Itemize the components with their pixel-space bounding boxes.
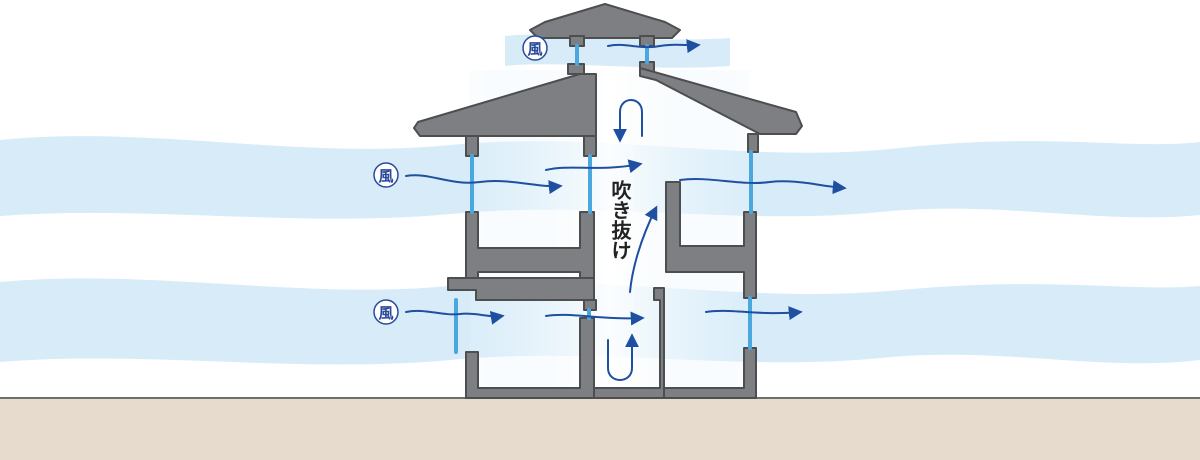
airflow-arrows (405, 39, 847, 381)
first-floor-right (663, 347, 757, 399)
wind-badge-lower (373, 299, 399, 325)
vent-cap (529, 3, 681, 39)
wind-label-text: 風 (527, 40, 542, 58)
first-floor-left (465, 317, 595, 399)
wind-badge-top (522, 35, 548, 61)
ground (0, 398, 1200, 460)
wind-badge-upper (373, 162, 399, 188)
center-left-wall-upper (583, 135, 597, 157)
second-floor-right (665, 181, 757, 299)
arrow-2f-center (545, 159, 643, 174)
windows (454, 44, 753, 354)
fukinuke-label: 吹き抜け (608, 179, 632, 260)
arrow-1f-exit (705, 306, 803, 321)
wind-label-lower: 風 (373, 299, 399, 325)
second-floor-slab-left (447, 277, 595, 301)
arrow-top-vent (607, 39, 701, 54)
arrow-2f-entry (405, 174, 563, 195)
arrow-fukinuke-loop-top (613, 99, 643, 143)
right-wall-upper-stub (747, 133, 759, 153)
arrow-1f-entry (405, 309, 505, 325)
wind-label-text: 風 (378, 167, 393, 185)
wind-label-text: 風 (378, 304, 393, 322)
left-wall-upper-stub (465, 135, 479, 157)
wind-label-upper: 風 (373, 162, 399, 188)
arrow-fukinuke-loop-bottom (607, 333, 639, 381)
arrow-fukinuke-rise (629, 205, 658, 293)
roof-right (639, 67, 803, 135)
arrow-1f-center (545, 311, 645, 326)
central-column (593, 287, 665, 399)
wind-label-top: 風 (522, 35, 548, 61)
house-structure (413, 3, 803, 399)
wind-band-top (505, 34, 730, 68)
arrow-2f-exit (679, 178, 847, 195)
